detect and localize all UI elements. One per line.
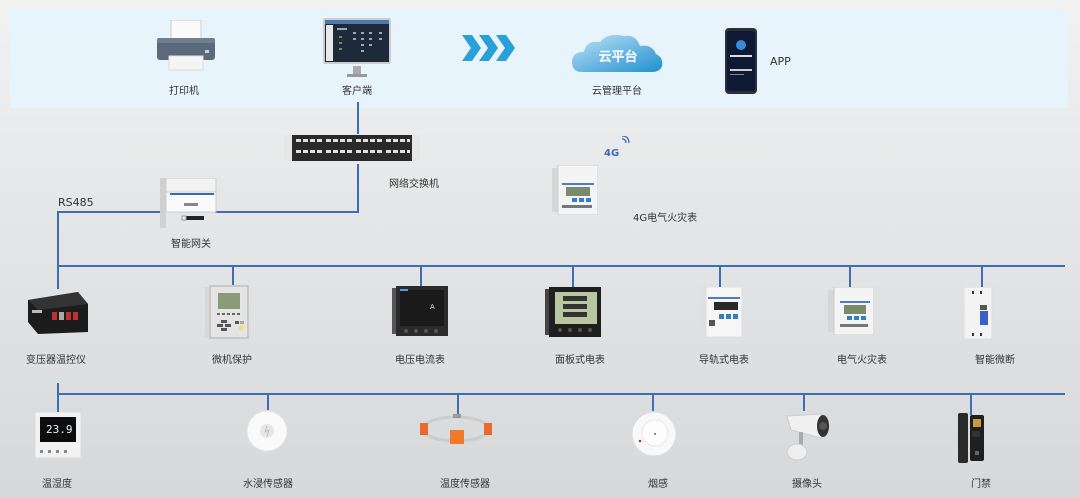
g4-meter-device[interactable] — [552, 165, 598, 215]
drop-row1-3 — [572, 265, 574, 287]
row1-label-4: 导轨式电表 — [699, 355, 749, 366]
drop-row1-4 — [719, 265, 721, 287]
drop-row2-2 — [457, 393, 459, 417]
g4-meter-label: 4G电气火灾表 — [633, 213, 698, 224]
flow-arrows — [462, 35, 516, 61]
device-microcomputer-protection[interactable] — [205, 285, 249, 339]
row1-label-5: 电气火灾表 — [837, 355, 887, 366]
device-voltage-current-meter[interactable]: A — [392, 286, 450, 336]
drop-row2-3 — [652, 393, 654, 411]
client-label: 客户端 — [342, 86, 372, 97]
g4-text: 4G — [604, 148, 620, 159]
cloud-icon — [572, 34, 663, 72]
temp-sensor-ring-icon — [420, 414, 492, 444]
ammeter-unit: A — [430, 303, 435, 311]
row2-label-1: 水浸传感器 — [243, 479, 293, 490]
cloud-platform[interactable]: 云平台 — [572, 32, 664, 74]
drop-row2-4 — [803, 393, 805, 411]
drop-row2-1 — [267, 393, 269, 410]
drop-row1-0 — [57, 265, 59, 289]
row1-label-0: 变压器温控仪 — [26, 355, 86, 366]
link-client-switch — [357, 102, 359, 134]
device-water-leak-sensor[interactable] — [246, 410, 288, 452]
protection-relay-icon — [205, 285, 249, 339]
rs485-label: RS485 — [58, 196, 94, 209]
gateway-icon — [160, 178, 217, 228]
drop-row2-5 — [970, 393, 972, 415]
thermostat-icon — [35, 412, 81, 458]
smoke-detector-icon — [631, 411, 677, 457]
network-switch-icon — [284, 135, 420, 161]
row1-label-6: 智能微断 — [975, 355, 1015, 366]
cloud-badge-text: 云平台 — [598, 50, 638, 65]
device-electrical-fire-meter[interactable] — [828, 287, 874, 335]
drop-row1-5 — [849, 265, 851, 287]
fire-meter-icon — [828, 287, 874, 335]
g4-badge: 4G — [604, 136, 630, 160]
smartphone-icon — [725, 28, 757, 94]
row1-label-3: 面板式电表 — [555, 355, 605, 366]
row2-label-5: 门禁 — [971, 479, 991, 490]
printer-label: 打印机 — [169, 86, 199, 97]
panel-meter-icon — [545, 287, 601, 337]
gateway-label: 智能网关 — [171, 239, 211, 250]
device-temp-humidity[interactable]: 23.9 — [35, 412, 81, 458]
row1-label-2: 电压电流表 — [395, 355, 445, 366]
monitor-icon — [323, 18, 391, 77]
din-rail-meter-icon — [700, 287, 742, 337]
cloud-label: 云管理平台 — [592, 86, 642, 97]
water-sensor-icon — [246, 410, 288, 452]
panel-ammeter-icon — [392, 286, 448, 336]
camera-icon — [786, 413, 830, 461]
app-device[interactable] — [725, 28, 757, 94]
device-smoke-detector[interactable] — [631, 411, 677, 457]
device-temperature-sensor[interactable] — [420, 413, 492, 449]
thermostat-reading: 23.9 — [46, 423, 73, 436]
client-device[interactable] — [323, 18, 391, 80]
drop-row1-2 — [420, 265, 422, 287]
device-access-control[interactable] — [958, 413, 986, 463]
rs485-trunk — [57, 211, 59, 269]
gateway-device[interactable] — [160, 178, 218, 230]
temp-controller-icon — [28, 292, 88, 334]
wireless-signal-icon — [621, 136, 630, 144]
app-label: APP — [770, 55, 791, 68]
device-smart-breaker[interactable] — [962, 287, 994, 339]
bus-row2 — [57, 393, 1065, 395]
circuit-breaker-icon — [963, 287, 993, 339]
bus-row1 — [57, 265, 1065, 267]
drop-row2-0 — [57, 383, 59, 413]
device-panel-power-meter[interactable] — [545, 287, 601, 337]
row2-label-0: 温湿度 — [42, 479, 72, 490]
chevron-right-icon — [462, 35, 515, 61]
device-din-rail-meter[interactable] — [700, 287, 742, 337]
network-switch-device[interactable] — [284, 133, 420, 163]
printer-device[interactable] — [155, 20, 217, 72]
din-rail-meter-icon — [552, 165, 598, 215]
drop-row1-1 — [232, 265, 234, 285]
smart-lock-icon — [958, 413, 984, 463]
device-camera[interactable] — [783, 412, 831, 462]
printer-icon — [157, 20, 215, 71]
link-rs485-gateway — [57, 211, 163, 213]
row2-label-3: 烟感 — [648, 479, 668, 490]
row2-label-2: 温度传感器 — [440, 479, 490, 490]
link-switch-gateway — [357, 164, 359, 213]
switch-label: 网络交换机 — [389, 179, 439, 190]
row1-label-1: 微机保护 — [212, 355, 252, 366]
device-transformer-temp-controller[interactable] — [28, 292, 88, 334]
drop-row1-6 — [981, 265, 983, 287]
link-gateway-right — [215, 211, 359, 213]
row2-label-4: 摄像头 — [792, 479, 822, 490]
